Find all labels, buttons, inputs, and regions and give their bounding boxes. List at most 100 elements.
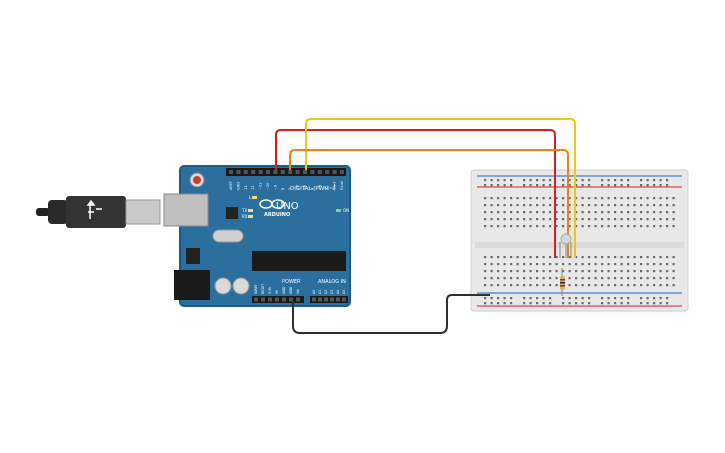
- strip-hole[interactable]: [503, 211, 506, 214]
- strip-hole[interactable]: [529, 284, 532, 287]
- strip-hole[interactable]: [588, 218, 591, 221]
- strip-hole[interactable]: [510, 263, 513, 266]
- strip-hole[interactable]: [633, 218, 636, 221]
- strip-hole[interactable]: [490, 284, 493, 287]
- strip-hole[interactable]: [503, 256, 506, 259]
- rail-hole[interactable]: [640, 297, 643, 300]
- strip-hole[interactable]: [646, 263, 649, 266]
- digital-pin[interactable]: [340, 170, 344, 174]
- strip-hole[interactable]: [562, 270, 565, 273]
- strip-hole[interactable]: [594, 277, 597, 280]
- strip-hole[interactable]: [516, 284, 519, 287]
- strip-hole[interactable]: [646, 270, 649, 273]
- rail-hole[interactable]: [588, 302, 591, 305]
- strip-hole[interactable]: [523, 204, 526, 207]
- rail-hole[interactable]: [620, 184, 623, 187]
- power-pin[interactable]: [268, 297, 272, 302]
- rail-hole[interactable]: [601, 302, 604, 305]
- strip-hole[interactable]: [549, 263, 552, 266]
- power-pin[interactable]: [275, 297, 279, 302]
- strip-hole[interactable]: [484, 284, 487, 287]
- strip-hole[interactable]: [594, 256, 597, 259]
- rail-hole[interactable]: [510, 302, 513, 305]
- strip-hole[interactable]: [516, 277, 519, 280]
- strip-hole[interactable]: [523, 270, 526, 273]
- rail-hole[interactable]: [653, 302, 656, 305]
- strip-hole[interactable]: [627, 277, 630, 280]
- rail-hole[interactable]: [490, 297, 493, 300]
- strip-hole[interactable]: [510, 225, 513, 228]
- strip-hole[interactable]: [536, 284, 539, 287]
- strip-hole[interactable]: [581, 270, 584, 273]
- strip-hole[interactable]: [620, 263, 623, 266]
- strip-hole[interactable]: [614, 284, 617, 287]
- rail-hole[interactable]: [529, 179, 532, 182]
- rail-hole[interactable]: [588, 184, 591, 187]
- strip-hole[interactable]: [490, 225, 493, 228]
- rail-hole[interactable]: [549, 184, 552, 187]
- strip-hole[interactable]: [653, 225, 656, 228]
- rail-hole[interactable]: [581, 297, 584, 300]
- strip-hole[interactable]: [555, 263, 558, 266]
- rail-hole[interactable]: [588, 297, 591, 300]
- strip-hole[interactable]: [549, 204, 552, 207]
- rail-hole[interactable]: [523, 179, 526, 182]
- strip-hole[interactable]: [601, 270, 604, 273]
- strip-hole[interactable]: [633, 284, 636, 287]
- strip-hole[interactable]: [614, 218, 617, 221]
- strip-hole[interactable]: [653, 263, 656, 266]
- strip-hole[interactable]: [601, 218, 604, 221]
- strip-hole[interactable]: [562, 225, 565, 228]
- strip-hole[interactable]: [490, 197, 493, 200]
- breadboard-holes[interactable]: [484, 179, 675, 305]
- rail-hole[interactable]: [503, 302, 506, 305]
- rail-hole[interactable]: [562, 184, 565, 187]
- rail-hole[interactable]: [542, 179, 545, 182]
- strip-hole[interactable]: [529, 204, 532, 207]
- rail-hole[interactable]: [607, 184, 610, 187]
- strip-hole[interactable]: [484, 197, 487, 200]
- rail-hole[interactable]: [549, 297, 552, 300]
- rail-hole[interactable]: [484, 297, 487, 300]
- strip-hole[interactable]: [581, 211, 584, 214]
- strip-hole[interactable]: [562, 218, 565, 221]
- strip-hole[interactable]: [575, 263, 578, 266]
- rail-hole[interactable]: [484, 302, 487, 305]
- rail-hole[interactable]: [490, 302, 493, 305]
- strip-hole[interactable]: [510, 277, 513, 280]
- strip-hole[interactable]: [490, 218, 493, 221]
- strip-hole[interactable]: [614, 256, 617, 259]
- rail-hole[interactable]: [503, 179, 506, 182]
- strip-hole[interactable]: [536, 263, 539, 266]
- strip-hole[interactable]: [497, 225, 500, 228]
- strip-hole[interactable]: [516, 197, 519, 200]
- strip-hole[interactable]: [627, 218, 630, 221]
- strip-hole[interactable]: [607, 218, 610, 221]
- digital-pin[interactable]: [273, 170, 278, 174]
- strip-hole[interactable]: [620, 225, 623, 228]
- digital-pin[interactable]: [310, 170, 315, 174]
- strip-hole[interactable]: [549, 211, 552, 214]
- strip-hole[interactable]: [523, 225, 526, 228]
- strip-hole[interactable]: [529, 256, 532, 259]
- rail-hole[interactable]: [523, 302, 526, 305]
- strip-hole[interactable]: [659, 284, 662, 287]
- strip-hole[interactable]: [653, 204, 656, 207]
- strip-hole[interactable]: [568, 256, 571, 259]
- strip-hole[interactable]: [575, 218, 578, 221]
- strip-hole[interactable]: [536, 204, 539, 207]
- power-pin[interactable]: [296, 297, 300, 302]
- strip-hole[interactable]: [633, 277, 636, 280]
- strip-hole[interactable]: [484, 211, 487, 214]
- rail-hole[interactable]: [614, 302, 617, 305]
- strip-hole[interactable]: [575, 256, 578, 259]
- strip-hole[interactable]: [646, 197, 649, 200]
- wires[interactable]: [275, 118, 576, 334]
- strip-hole[interactable]: [601, 277, 604, 280]
- analog-pin[interactable]: [324, 297, 328, 302]
- strip-hole[interactable]: [633, 263, 636, 266]
- digital-pin[interactable]: [229, 170, 233, 174]
- strip-hole[interactable]: [607, 263, 610, 266]
- strip-hole[interactable]: [633, 197, 636, 200]
- rail-hole[interactable]: [620, 302, 623, 305]
